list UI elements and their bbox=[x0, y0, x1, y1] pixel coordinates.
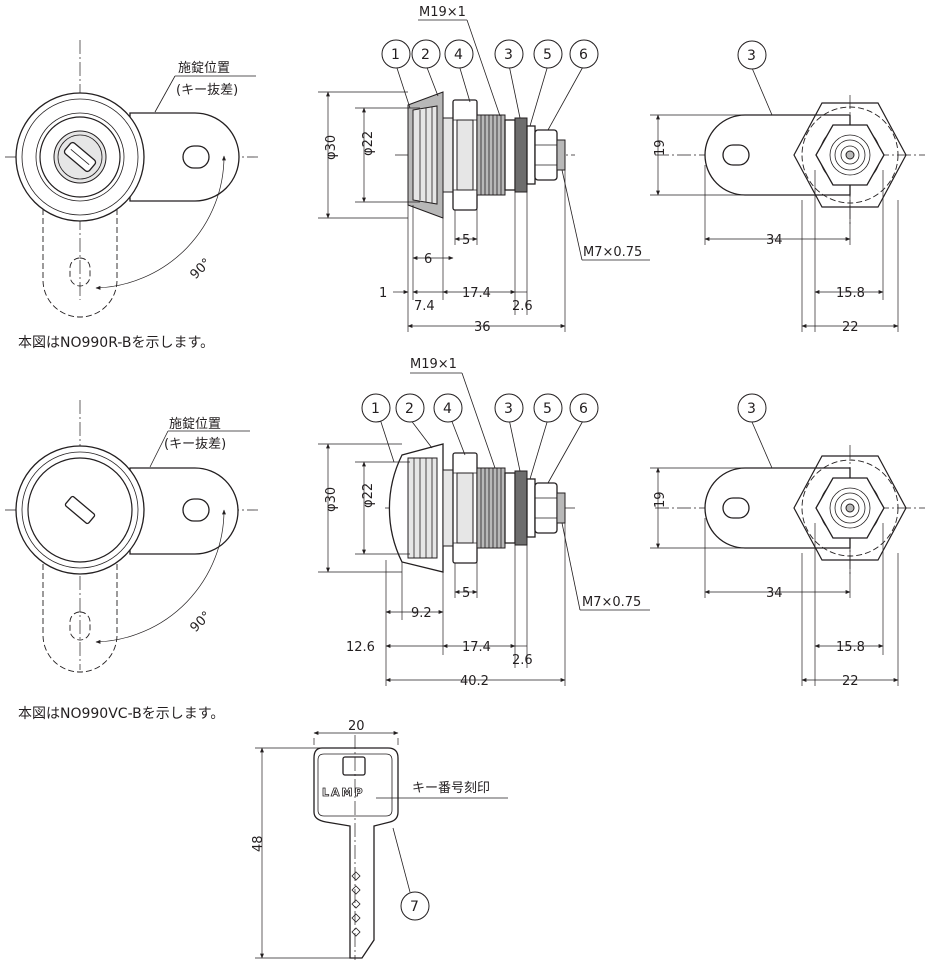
dim-phi30-bottom: φ30 bbox=[324, 487, 339, 512]
dim-19-top: 19 bbox=[653, 139, 668, 156]
dim-5-top: 5 bbox=[462, 233, 470, 248]
angle-label-bottom: 90° bbox=[188, 609, 215, 636]
caption-bottom: 本図はNO990VC-Bを示します。 bbox=[18, 706, 224, 722]
dim-9-2-bottom: 9.2 bbox=[411, 606, 432, 621]
dim-22-bottom: 22 bbox=[842, 674, 859, 689]
rear-view-bottom bbox=[650, 393, 925, 686]
caption-top: 本図はNO990R-Bを示します。 bbox=[18, 335, 214, 351]
dim-12-6-bottom: 12.6 bbox=[346, 640, 375, 655]
key-brand-logo: LAMP bbox=[322, 786, 365, 799]
thread-label-top: M19×1 bbox=[419, 5, 466, 20]
callout-1-top: 1 bbox=[391, 47, 400, 63]
callout-3-top: 3 bbox=[504, 47, 513, 63]
dim-34-top: 34 bbox=[766, 233, 783, 248]
callout-3-rear-top: 3 bbox=[747, 48, 756, 64]
callout-6-top: 6 bbox=[579, 47, 588, 63]
dim-15-8-top: 15.8 bbox=[836, 286, 865, 301]
key-insert-label-bottom: (キー抜差) bbox=[164, 436, 226, 452]
callout-2-bottom: 2 bbox=[405, 401, 414, 417]
dim-2-6-top: 2.6 bbox=[512, 299, 533, 314]
callout-3-rear-bottom: 3 bbox=[747, 401, 756, 417]
callout-5-bottom: 5 bbox=[543, 401, 552, 417]
dim-19-bottom: 19 bbox=[653, 491, 668, 508]
dim-2-6-bottom: 2.6 bbox=[512, 653, 533, 668]
callout-4-top: 4 bbox=[454, 47, 463, 63]
callout-3-bottom: 3 bbox=[504, 401, 513, 417]
lock-position-label-bottom: 施錠位置 bbox=[169, 417, 221, 432]
dim-7-4-top: 7.4 bbox=[414, 299, 435, 314]
rear-view-top bbox=[650, 40, 925, 332]
nut-thread-label-top: M7×0.75 bbox=[583, 245, 642, 260]
callout-2-top: 2 bbox=[421, 47, 430, 63]
dim-40-2-bottom: 40.2 bbox=[460, 674, 489, 689]
angle-label-top: 90° bbox=[188, 256, 215, 283]
dim-48-key: 48 bbox=[251, 835, 266, 852]
callout-1-bottom: 1 bbox=[371, 401, 380, 417]
key-drawing bbox=[255, 731, 508, 960]
dim-phi22-top: φ22 bbox=[361, 131, 376, 156]
nut-thread-label-bottom: M7×0.75 bbox=[582, 595, 641, 610]
dim-5-bottom: 5 bbox=[462, 586, 470, 601]
key-insert-label-top: (キー抜差) bbox=[176, 82, 238, 98]
dim-34-bottom: 34 bbox=[766, 586, 783, 601]
key-number-label: キー番号刻印 bbox=[412, 781, 490, 796]
dim-17-4-top: 17.4 bbox=[462, 286, 491, 301]
callout-5-top: 5 bbox=[543, 47, 552, 63]
dim-phi22-bottom: φ22 bbox=[361, 483, 376, 508]
callout-6-bottom: 6 bbox=[579, 401, 588, 417]
dim-phi30-top: φ30 bbox=[324, 135, 339, 160]
side-view-top bbox=[318, 19, 650, 332]
dim-36-top: 36 bbox=[474, 320, 491, 335]
thread-label-bottom: M19×1 bbox=[410, 357, 457, 372]
side-view-bottom bbox=[318, 372, 650, 686]
dim-1-top: 1 bbox=[379, 286, 387, 301]
front-view-top: 90° bbox=[5, 40, 258, 318]
front-view-bottom: 90° bbox=[5, 400, 258, 673]
dim-22-top: 22 bbox=[842, 320, 859, 335]
dim-17-4-bottom: 17.4 bbox=[462, 640, 491, 655]
dim-15-8-bottom: 15.8 bbox=[836, 640, 865, 655]
dim-20-key: 20 bbox=[348, 719, 365, 734]
dim-6-top: 6 bbox=[424, 252, 432, 267]
callout-7: 7 bbox=[410, 899, 419, 915]
lock-position-label-top: 施錠位置 bbox=[178, 61, 230, 76]
callout-4-bottom: 4 bbox=[443, 401, 452, 417]
